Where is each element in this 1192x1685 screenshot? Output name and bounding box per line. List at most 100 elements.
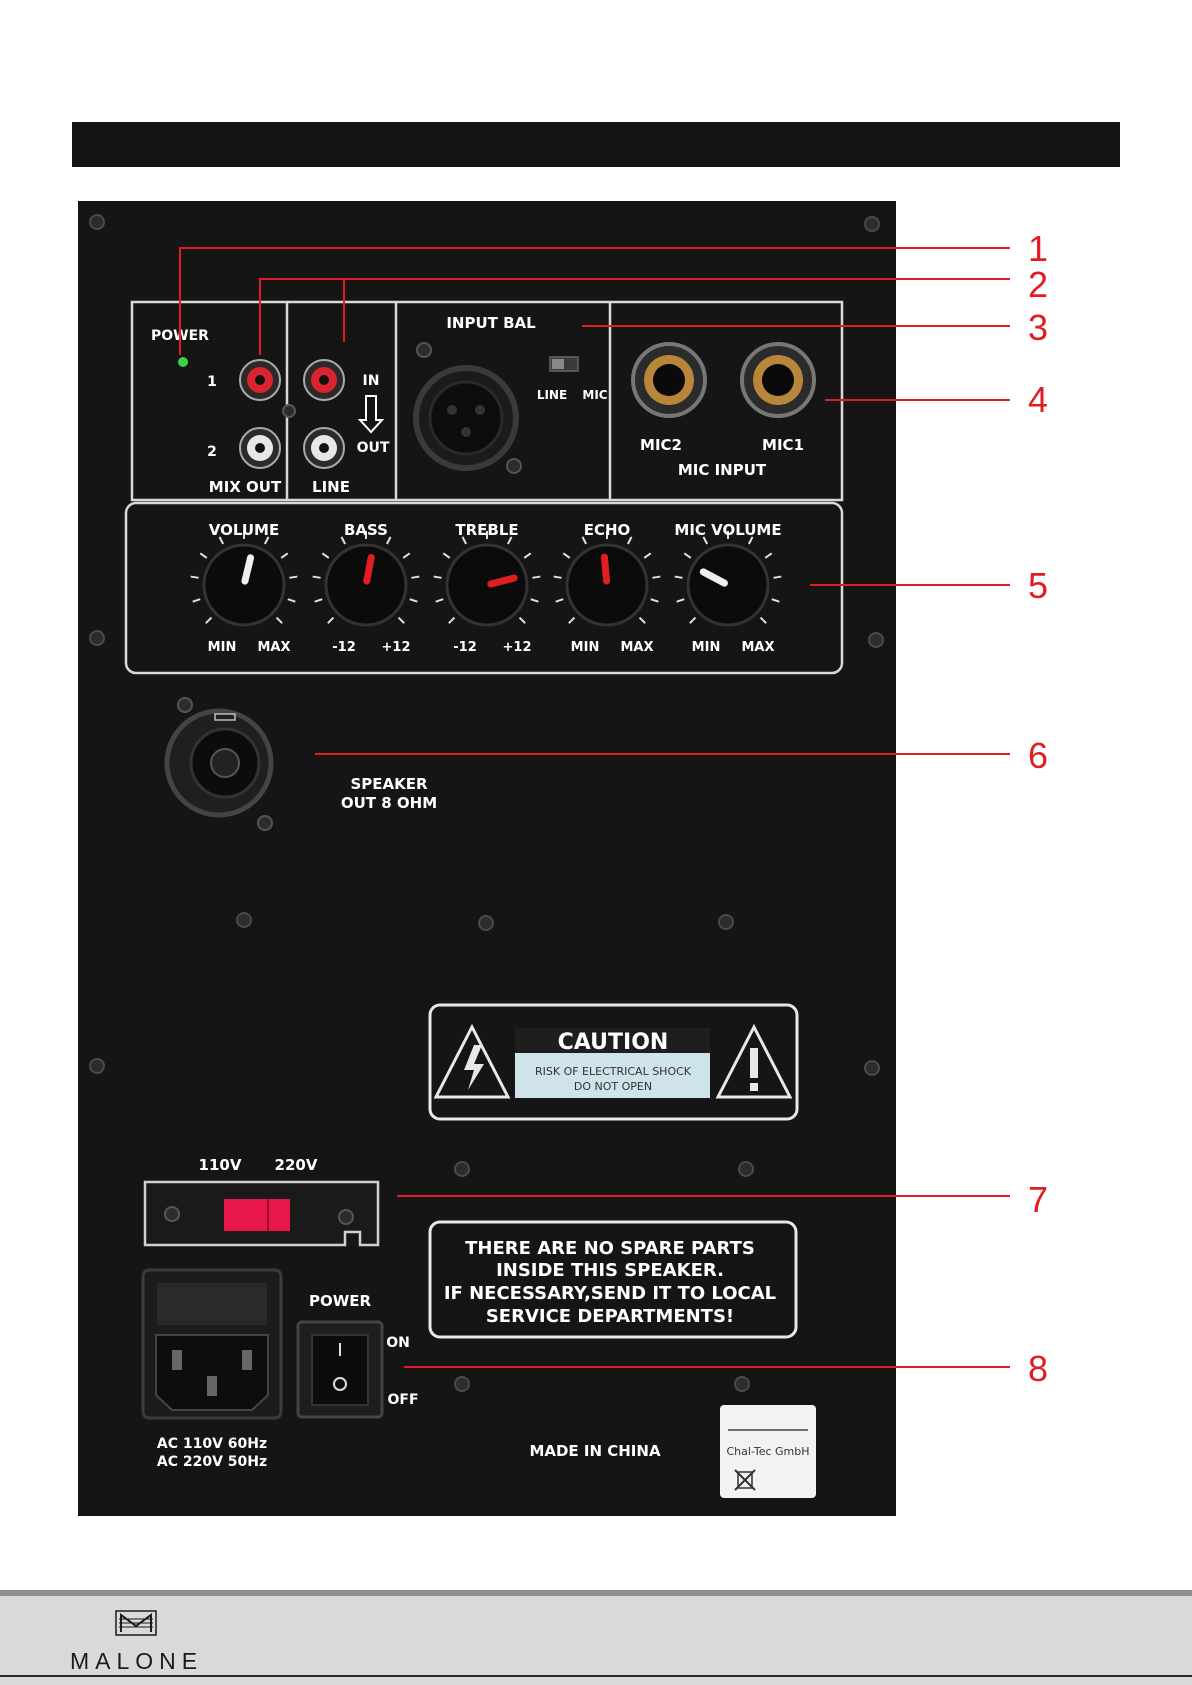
knob-label: VOLUME: [209, 521, 279, 539]
malone-logo-icon: [115, 1610, 157, 1636]
knob-min-label: MIN: [571, 640, 600, 655]
knob-body: [324, 543, 408, 627]
knob-tick: [518, 616, 526, 624]
notice-line-2: INSIDE THIS SPEAKER.: [496, 1260, 724, 1281]
sticker-brand: Chal-Tec GmbH: [726, 1445, 809, 1458]
knob-tick: [689, 616, 697, 624]
knob-pointer: [487, 574, 518, 588]
knob-tick: [759, 616, 767, 624]
knob-tick: [581, 536, 588, 545]
knob-bass[interactable]: BASS-12+12: [312, 521, 420, 655]
knob-tick: [190, 575, 199, 579]
knob-max-label: +12: [503, 640, 532, 655]
knob-tick: [626, 536, 633, 545]
notice-label-frame: [428, 1220, 798, 1339]
power-rocker-switch[interactable]: [296, 1320, 384, 1419]
knob-tick: [402, 552, 411, 559]
callout-2: 2: [1028, 264, 1048, 305]
knob-echo[interactable]: ECHO MIN MAX: [553, 521, 661, 655]
knob-label: BASS: [344, 521, 388, 539]
callout-7: 7: [1028, 1179, 1048, 1220]
knob-tick: [773, 575, 782, 579]
knob-body: [565, 543, 649, 627]
knob-tick: [327, 616, 335, 624]
knob-min-label: -12: [453, 640, 477, 655]
knob-tick: [674, 575, 683, 579]
knob-tick: [683, 552, 692, 559]
knob-tick: [562, 552, 571, 559]
title-bar: [72, 122, 1120, 167]
lightning-bolt-icon: [464, 1045, 484, 1090]
line-mic-switch-knob: [552, 359, 564, 369]
knob-max-label: MAX: [620, 640, 653, 655]
footer-divider: [0, 1675, 1192, 1677]
mix-out-ch1-label: 1: [207, 374, 217, 390]
knob-pointer: [241, 554, 255, 585]
knob-tick: [553, 575, 562, 579]
knob-pointer: [363, 553, 375, 585]
warning-triangle-icon: [433, 1023, 511, 1099]
line-out-label: OUT: [357, 440, 390, 456]
knob-tick: [702, 536, 709, 545]
ac-power-inlet[interactable]: [141, 1268, 283, 1420]
callout-3: 3: [1028, 307, 1048, 348]
mic2-jack[interactable]: [631, 342, 707, 418]
knob-tick: [435, 598, 444, 603]
knob-tick: [676, 598, 685, 603]
callout-6: 6: [1028, 735, 1048, 776]
knob-label: MIC VOLUME: [674, 521, 781, 539]
callout-4: 4: [1028, 379, 1048, 420]
input-panel-outlines: [124, 300, 844, 675]
footer-brand: MALONE: [70, 1648, 204, 1674]
knob-tick: [523, 552, 532, 559]
exclamation-icon: [750, 1048, 758, 1078]
callout-8: 8: [1028, 1348, 1048, 1389]
mic2-label: MIC2: [640, 436, 682, 454]
mix-out-jack-2[interactable]: [239, 427, 281, 469]
knob-tick: [263, 536, 270, 545]
knob-tick: [568, 616, 576, 624]
xlr-input-connector[interactable]: [413, 365, 519, 471]
power-on-label: ON: [386, 1335, 410, 1351]
line-in-jack[interactable]: [303, 359, 345, 401]
callout-leader-lines: [179, 247, 1010, 1368]
callout-5: 5: [1028, 565, 1048, 606]
knob-body: [202, 543, 286, 627]
knob-treble[interactable]: TREBLE-12+12: [433, 521, 541, 655]
footer: MALONE: [0, 1590, 1192, 1685]
knob-tick: [638, 616, 646, 624]
mic1-jack[interactable]: [740, 342, 816, 418]
input-bal-title: INPUT BAL: [446, 314, 536, 332]
line-label: LINE: [312, 478, 350, 496]
knob-body: [445, 543, 529, 627]
knob-max-label: +12: [382, 640, 411, 655]
knob-tick: [764, 552, 773, 559]
knob-tick: [321, 552, 330, 559]
knob-tick: [411, 575, 420, 579]
knob-min-label: MIN: [208, 640, 237, 655]
knob-tick: [385, 536, 392, 545]
knob-tick: [448, 616, 456, 624]
callout-1: 1: [1028, 228, 1048, 269]
knob-label: ECHO: [584, 521, 631, 539]
knob-tick: [771, 598, 780, 603]
screw-icon: [164, 1206, 180, 1222]
knob-tick: [650, 598, 659, 603]
ac-input-line-2: AC 220V 50Hz: [157, 1454, 267, 1470]
caution-label: [428, 1003, 799, 1121]
speaker-out-connector[interactable]: [164, 708, 274, 818]
screw-icon: [282, 404, 296, 418]
line-out-jack[interactable]: [303, 427, 345, 469]
mix-out-jack-1[interactable]: [239, 359, 281, 401]
notice-line-1: THERE ARE NO SPARE PARTS: [465, 1238, 755, 1259]
knob-pointer: [699, 568, 728, 587]
notice-line-4: SERVICE DEPARTMENTS!: [486, 1306, 734, 1327]
caution-line-2: DO NOT OPEN: [574, 1080, 652, 1093]
voltage-selector-switch[interactable]: [224, 1199, 290, 1231]
mix-out-ch2-label: 2: [207, 444, 217, 460]
switch-line-label: LINE: [537, 388, 567, 402]
knob-tick: [747, 536, 754, 545]
